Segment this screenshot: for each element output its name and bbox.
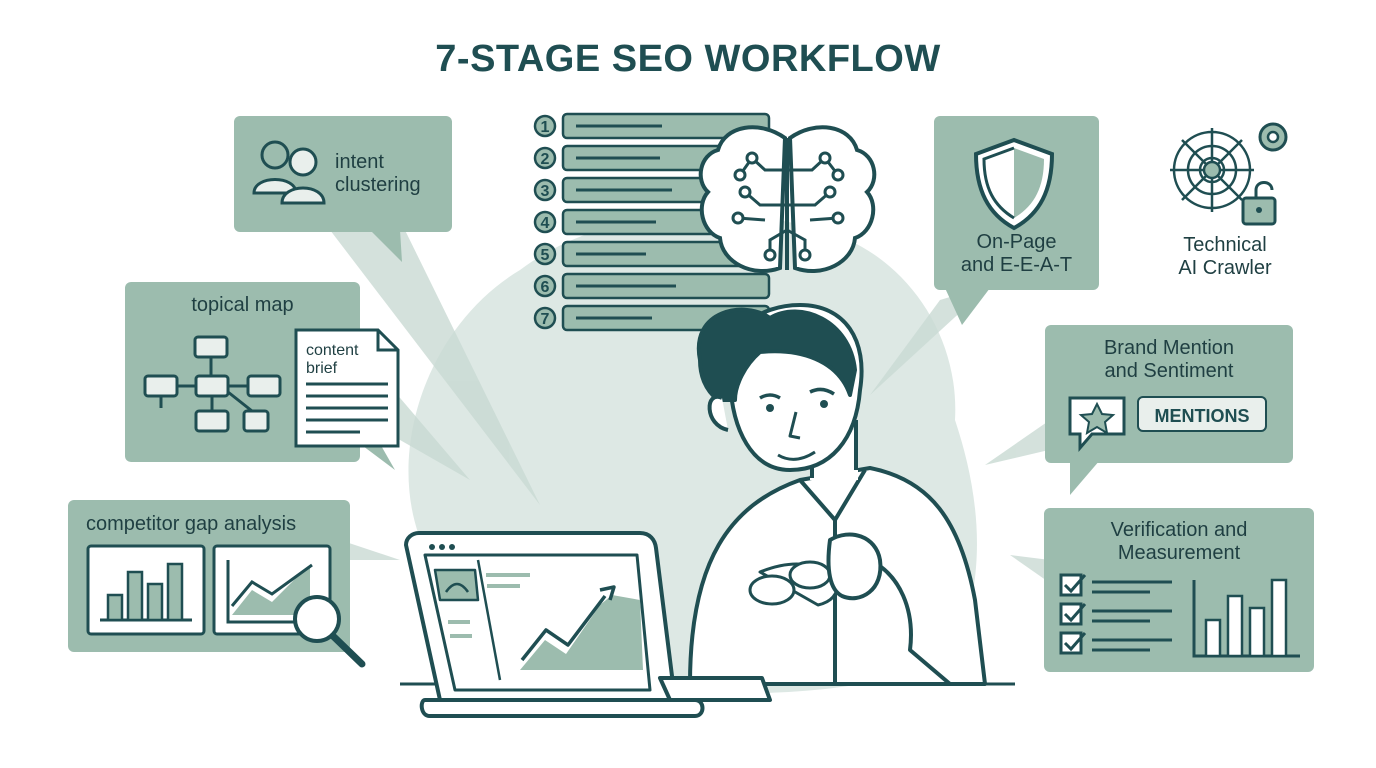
checklist-number: 3 xyxy=(541,183,550,200)
padlock-icon xyxy=(1241,181,1277,226)
panel-competitor-gap xyxy=(68,500,366,668)
flowchart-icon xyxy=(143,335,282,433)
checklist-number-badge xyxy=(533,114,557,138)
checklist-number: 4 xyxy=(541,215,550,232)
checklist-number: 2 xyxy=(541,151,550,168)
checklist-number: 1 xyxy=(541,119,550,136)
label-competitor-gap: competitor gap analysis xyxy=(86,513,297,535)
checklist-number-badge xyxy=(533,306,557,330)
checklist-number-badge xyxy=(533,178,557,202)
checklist-icon xyxy=(1059,573,1172,655)
label-content-brief: content brief xyxy=(306,342,359,377)
gear-icon xyxy=(1202,122,1288,180)
checklist-bar xyxy=(561,112,771,140)
person-illustration xyxy=(688,303,987,686)
magnifier-icon xyxy=(293,595,366,668)
checklist-number: 7 xyxy=(541,311,550,328)
checklist-row: 5 xyxy=(533,240,771,268)
brain-icon xyxy=(698,125,877,274)
shield-icon xyxy=(973,137,1055,231)
mentions-badge: MENTIONS xyxy=(1137,396,1267,432)
checklist-number-badge xyxy=(533,242,557,266)
label-onpage-eeat: On-Page and E-E-A-T xyxy=(960,231,1073,276)
checklist-number: 6 xyxy=(541,279,550,296)
checklist-number-badge xyxy=(533,146,557,170)
checklist-number: 5 xyxy=(541,247,550,264)
label-brand-mention: Brand Mention and Sentiment xyxy=(1103,337,1235,382)
checklist-row: 1 xyxy=(533,112,771,140)
checklist-number-badge xyxy=(533,210,557,234)
page-title: 7-STAGE SEO WORKFLOW xyxy=(435,38,941,80)
checklist-row: 6 xyxy=(533,272,771,300)
panel-verification xyxy=(1044,508,1314,672)
document-icon xyxy=(294,328,400,448)
checklist-number-badge xyxy=(533,274,557,298)
label-verification: Verification and Measurement xyxy=(1110,519,1248,564)
label-technical-ai-crawler: Technical AI Crawler xyxy=(1178,234,1272,279)
label-topical-map: topical map xyxy=(191,294,294,316)
users-icon xyxy=(252,140,326,205)
panel-topical-map xyxy=(125,282,400,470)
laptop-icon xyxy=(404,531,772,718)
star-chat-icon xyxy=(1068,396,1126,453)
measurement-bar-chart-icon xyxy=(1192,578,1300,658)
panel-intent-clustering xyxy=(234,116,452,262)
panel-onpage-eeat xyxy=(934,116,1099,325)
bar-chart-icon xyxy=(86,544,206,636)
label-intent-clustering: intent clustering xyxy=(335,151,421,196)
